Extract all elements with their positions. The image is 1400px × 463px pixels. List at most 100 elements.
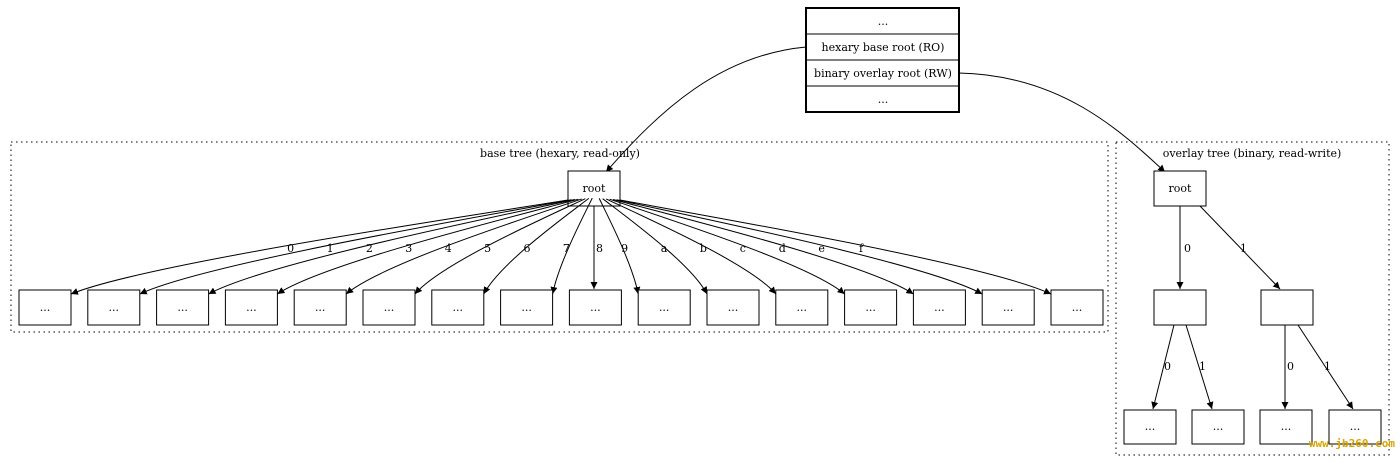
base-edge-1 bbox=[139, 199, 572, 295]
base-edge-e bbox=[616, 199, 983, 295]
base-edge-4 bbox=[345, 198, 583, 295]
base-edge-label-d: d bbox=[779, 242, 786, 255]
base-edge-b bbox=[605, 198, 777, 295]
base-child-node-d bbox=[912, 289, 966, 326]
base-edge-0 bbox=[70, 199, 569, 295]
base-tree-children: 0... 1... 2... 3... 4... 5... 6... 7... 8... 9...… bbox=[18, 197, 1104, 326]
base-child-label-c: ... bbox=[865, 301, 876, 314]
base-child-label-7: ... bbox=[521, 301, 532, 314]
base-edge-a bbox=[602, 198, 708, 295]
overlay-edge-11 bbox=[1297, 324, 1354, 410]
base-child-node-8 bbox=[568, 289, 622, 326]
overlay-edge-label-0: 0 bbox=[1184, 242, 1191, 255]
overlay-root-node: root bbox=[1153, 170, 1207, 207]
root-record: ... hexary base root (RO) binary overlay… bbox=[805, 7, 960, 113]
watermark: www.jb260.com bbox=[1309, 437, 1395, 450]
base-child-node-0 bbox=[18, 289, 72, 326]
base-edge-6 bbox=[483, 198, 590, 295]
base-child-label-3: ... bbox=[246, 301, 257, 314]
record-field-top: ... bbox=[878, 15, 889, 28]
base-tree-cluster bbox=[10, 141, 1109, 333]
base-child-label-4: ... bbox=[315, 301, 326, 314]
base-child-label-d: ... bbox=[934, 301, 945, 314]
base-child-label-f: ... bbox=[1072, 301, 1083, 314]
base-edge-c bbox=[609, 198, 845, 295]
overlay-edge-label-1: 1 bbox=[1240, 242, 1247, 255]
base-child-label-0: ... bbox=[40, 301, 51, 314]
base-child-node-9 bbox=[637, 289, 691, 326]
overlay-edge-root-1 bbox=[1199, 205, 1281, 290]
overlay-edge-label-01: 1 bbox=[1199, 360, 1206, 373]
base-edge-label-6: 6 bbox=[524, 242, 531, 255]
base-child-node-a bbox=[706, 289, 760, 326]
overlay-leaf-10: ... bbox=[1259, 409, 1313, 445]
base-child-label-e: ... bbox=[1003, 301, 1014, 314]
base-edge-7 bbox=[550, 197, 593, 295]
overlay-edge-label-00: 0 bbox=[1164, 360, 1171, 373]
base-edge-3 bbox=[277, 198, 579, 295]
base-child-label-9: ... bbox=[659, 301, 670, 314]
base-child-label-8: ... bbox=[590, 301, 601, 314]
base-child-label-b: ... bbox=[797, 301, 808, 314]
base-root-label: root bbox=[583, 182, 607, 195]
base-child-label-a: ... bbox=[728, 301, 739, 314]
base-edge-d bbox=[612, 198, 914, 295]
overlay-leaf-11: ... bbox=[1328, 409, 1382, 445]
base-edge-f bbox=[619, 199, 1052, 295]
overlay-leaf-10-label: ... bbox=[1281, 420, 1292, 433]
base-child-node-5 bbox=[362, 289, 416, 326]
overlay-node-1 bbox=[1260, 289, 1314, 326]
record-field-hexary-root: hexary base root (RO) bbox=[822, 41, 945, 54]
base-child-node-6 bbox=[431, 289, 485, 326]
base-child-node-e bbox=[981, 289, 1035, 326]
base-child-node-1 bbox=[87, 289, 141, 326]
base-child-node-4 bbox=[293, 289, 347, 326]
record-field-binary-root: binary overlay root (RW) bbox=[814, 67, 952, 80]
base-child-label-1: ... bbox=[109, 301, 120, 314]
overlay-edge-label-10: 0 bbox=[1287, 360, 1294, 373]
base-child-label-6: ... bbox=[453, 301, 464, 314]
base-edge-label-e: e bbox=[818, 242, 825, 255]
base-edge-9 bbox=[598, 198, 641, 295]
overlay-leaf-01-label: ... bbox=[1213, 420, 1224, 433]
base-child-node-b bbox=[775, 289, 829, 326]
overlay-root-label: root bbox=[1169, 182, 1193, 195]
base-edge-label-a: a bbox=[661, 242, 668, 255]
overlay-leaf-11-label: ... bbox=[1350, 420, 1361, 433]
base-edge-5 bbox=[414, 198, 586, 295]
overlay-node-0 bbox=[1153, 289, 1207, 326]
edge-record-to-overlay-root bbox=[958, 72, 1166, 173]
overlay-leaf-00: ... bbox=[1123, 409, 1177, 445]
overlay-leaf-00-label: ... bbox=[1145, 420, 1156, 433]
base-edge-label-0: 0 bbox=[287, 242, 294, 255]
base-child-node-7 bbox=[500, 289, 554, 326]
base-edge-label-5: 5 bbox=[484, 242, 491, 255]
base-child-node-f bbox=[1050, 289, 1104, 326]
base-child-node-2 bbox=[156, 289, 210, 326]
base-edge-2 bbox=[208, 198, 576, 295]
overlay-tree-cluster bbox=[1115, 141, 1390, 456]
base-edge-label-4: 4 bbox=[445, 242, 452, 255]
base-edge-label-7: 7 bbox=[563, 242, 570, 255]
base-edge-label-c: c bbox=[740, 242, 746, 255]
base-child-label-2: ... bbox=[177, 301, 188, 314]
base-tree-label: base tree (hexary, read-only) bbox=[480, 147, 640, 160]
base-edge-label-3: 3 bbox=[405, 242, 412, 255]
base-edge-label-2: 2 bbox=[366, 242, 373, 255]
base-child-label-5: ... bbox=[384, 301, 395, 314]
base-edge-label-8: 8 bbox=[596, 242, 603, 255]
record-field-bottom: ... bbox=[878, 93, 889, 106]
edge-record-to-base-root bbox=[605, 46, 807, 173]
base-child-node-c bbox=[844, 289, 898, 326]
overlay-edge-label-11: 1 bbox=[1324, 360, 1331, 373]
overlay-edge-01 bbox=[1185, 324, 1214, 410]
base-edge-label-b: b bbox=[700, 242, 707, 255]
base-child-node-3 bbox=[224, 289, 278, 326]
base-edge-label-f: f bbox=[859, 242, 864, 255]
base-edge-label-1: 1 bbox=[327, 242, 334, 255]
overlay-leaf-01: ... bbox=[1191, 409, 1245, 445]
overlay-tree-label: overlay tree (binary, read-write) bbox=[1163, 147, 1342, 160]
overlay-edge-00 bbox=[1151, 324, 1175, 410]
base-edge-label-9: 9 bbox=[621, 242, 628, 255]
